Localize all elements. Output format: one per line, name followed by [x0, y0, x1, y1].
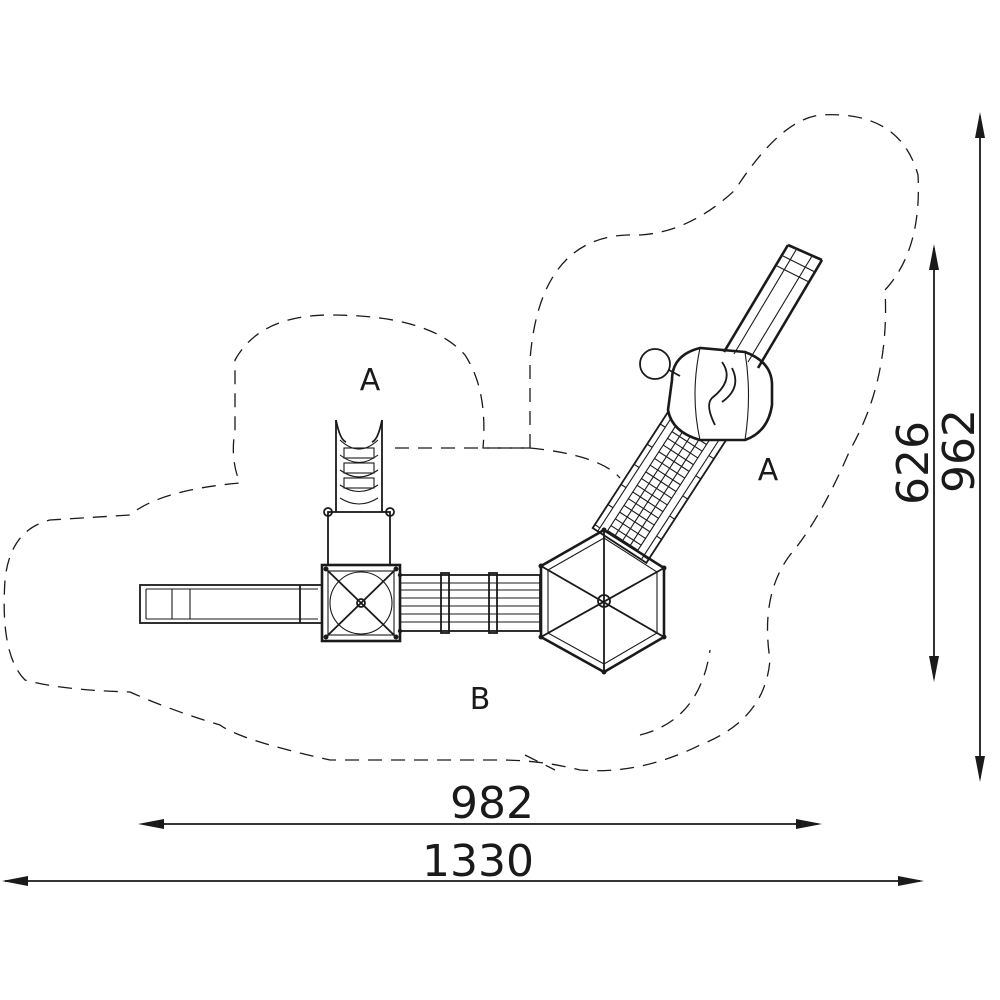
tube-slide-head	[639, 346, 774, 442]
straight-slide-left	[139, 584, 323, 624]
hexagon-platform	[538, 527, 667, 675]
dimension-label-1330: 1330	[422, 836, 534, 887]
dimension-height-outer	[975, 112, 985, 782]
tunnel-bridge	[397, 572, 541, 634]
tube-slide-exit	[722, 243, 824, 369]
dimension-height-inner	[929, 244, 939, 682]
ladder-top	[323, 419, 395, 566]
square-platform-left	[320, 563, 402, 643]
dimension-label-982: 982	[450, 778, 534, 829]
safety-zone-outline	[3, 114, 920, 772]
dimension-label-626: 626	[888, 421, 939, 505]
dimension-width-inner	[138, 819, 822, 829]
zone-label-a-right: A	[758, 453, 779, 488]
zone-label-b: B	[470, 682, 491, 717]
zone-label-a-left: A	[360, 363, 381, 398]
dimension-width-outer	[2, 876, 924, 886]
dimension-label-962: 962	[934, 409, 985, 493]
